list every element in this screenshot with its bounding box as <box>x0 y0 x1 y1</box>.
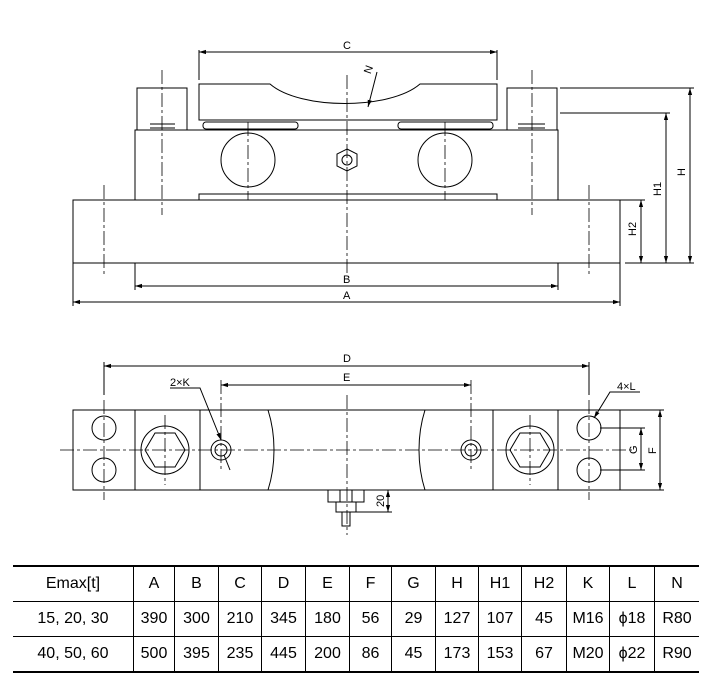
spec-table-row: 40, 50, 60 500 395 235 445 200 86 45 173… <box>13 636 699 673</box>
technical-drawing: C N H H1 H2 B A <box>60 40 694 535</box>
spec-cell: R80 <box>654 601 699 637</box>
spec-cell: 15, 20, 30 <box>13 601 134 637</box>
spec-cell: 300 <box>174 601 219 637</box>
spec-header-cell: L <box>609 565 655 602</box>
spec-cell: 500 <box>133 636 175 673</box>
dim-label-a: A <box>343 290 351 302</box>
spec-table-row: 15, 20, 30 390 300 210 345 180 56 29 127… <box>13 601 699 637</box>
dim-label-d: D <box>343 353 351 365</box>
dim-label-20: 20 <box>375 495 387 507</box>
spec-cell: 40, 50, 60 <box>13 636 134 673</box>
spec-header-cell: N <box>654 565 699 602</box>
spec-cell: M20 <box>566 636 610 673</box>
front-view <box>72 49 694 306</box>
spec-header-cell: K <box>566 565 610 602</box>
spec-cell: M16 <box>566 601 610 637</box>
spec-cell: ϕ22 <box>609 636 655 673</box>
saddle-block <box>198 83 498 121</box>
spec-header-cell: B <box>174 565 219 602</box>
spec-cell: 86 <box>349 636 392 673</box>
spec-header-cell: Emax[t] <box>13 565 134 602</box>
spec-table: Emax[t] A B C D E F G H H1 H2 K L N 15, … <box>13 565 699 673</box>
spec-cell: 173 <box>435 636 479 673</box>
spec-cell: 445 <box>261 636 306 673</box>
dim-label-k: 2×K <box>170 377 191 389</box>
spec-cell: 235 <box>218 636 262 673</box>
spec-cell: ϕ18 <box>609 601 655 637</box>
spec-header-cell: A <box>133 565 175 602</box>
spec-cell: R90 <box>654 636 699 673</box>
dim-label-l: 4×L <box>617 381 636 393</box>
spec-cell: 107 <box>478 601 522 637</box>
spec-cell: 390 <box>133 601 175 637</box>
spec-header-cell: E <box>305 565 350 602</box>
spec-header-cell: H2 <box>521 565 567 602</box>
hex-bolt-left <box>144 432 186 468</box>
dim-label-h1: H1 <box>652 182 664 196</box>
dim-label-e: E <box>343 372 350 384</box>
spec-cell: 67 <box>521 636 567 673</box>
spec-header-cell: D <box>261 565 306 602</box>
spec-cell: 127 <box>435 601 479 637</box>
spec-header-cell: F <box>349 565 392 602</box>
dim-label-c: C <box>343 40 351 52</box>
spec-cell: 56 <box>349 601 392 637</box>
spec-cell: 200 <box>305 636 350 673</box>
spec-cell: 29 <box>391 601 436 637</box>
spec-cell: 395 <box>174 636 219 673</box>
spec-header-cell: H <box>435 565 479 602</box>
dim-label-b: B <box>343 274 350 286</box>
spec-cell: 210 <box>218 601 262 637</box>
dim-label-f: F <box>647 447 659 454</box>
dim-label-n: N <box>362 64 376 76</box>
spec-cell: 345 <box>261 601 306 637</box>
dim-label-h2: H2 <box>627 222 639 236</box>
dim-label-g: G <box>628 445 640 454</box>
base-plate <box>72 199 621 264</box>
top-view <box>60 362 664 535</box>
spec-cell: 45 <box>521 601 567 637</box>
spec-header-cell: H1 <box>478 565 522 602</box>
spec-table-header-row: Emax[t] A B C D E F G H H1 H2 K L N <box>13 565 699 602</box>
cable-connector <box>327 489 365 503</box>
spec-cell: 180 <box>305 601 350 637</box>
spec-header-cell: C <box>218 565 262 602</box>
spec-cell: 45 <box>391 636 436 673</box>
dim-label-h: H <box>676 168 688 176</box>
spec-cell: 153 <box>478 636 522 673</box>
spec-header-cell: G <box>391 565 436 602</box>
